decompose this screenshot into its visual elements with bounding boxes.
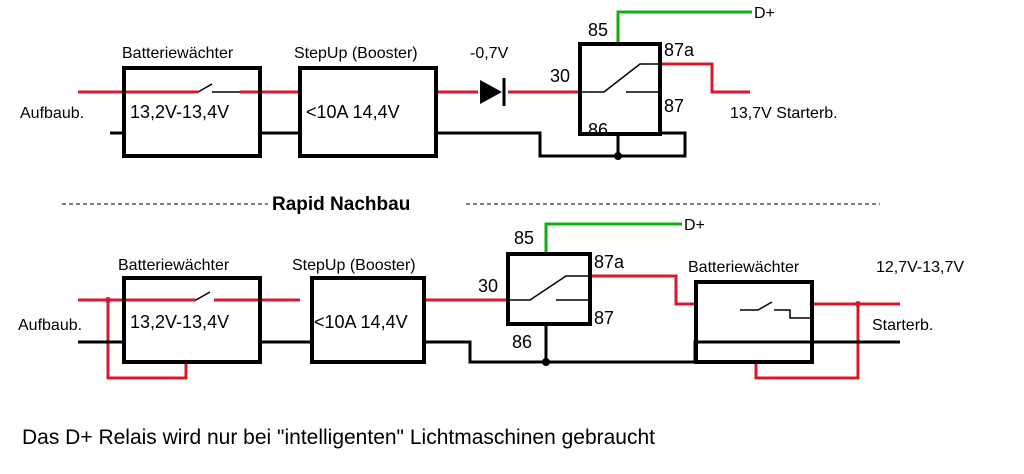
bot-booster-title: StepUp (Booster) <box>292 257 416 274</box>
bot-relay-box <box>506 252 592 326</box>
bot-relay-pin-30: 30 <box>478 276 498 296</box>
bot-left-label: Aufbaub. <box>18 317 82 334</box>
bot-guard2-title: Batteriewächter <box>688 259 800 276</box>
top-relay-box <box>578 42 662 136</box>
top-relay-pin-87a: 87a <box>664 40 695 60</box>
top-relay-pin-85: 85 <box>588 20 608 40</box>
bot-junction-dot <box>542 358 550 366</box>
bot-relay-pin-85: 85 <box>514 228 534 248</box>
bottom-circuit: Aufbaub. Batteriewächter 13,2V-13,4V Ste… <box>18 217 964 380</box>
top-diode-label: -0,7V <box>470 45 509 62</box>
top-junction-dot <box>614 152 622 160</box>
bot-guard2-box <box>694 280 814 364</box>
bot-guard2-switch <box>740 301 812 319</box>
top-guard-box <box>122 66 262 158</box>
top-guard-switch <box>197 83 240 93</box>
top-relay-switch <box>580 63 660 93</box>
bot-dplus-label: D+ <box>684 217 705 234</box>
bot-right-value: 12,7V-13,7V <box>876 259 964 276</box>
bot-guard-bypass <box>106 300 188 380</box>
bot-guard-switch <box>195 291 211 301</box>
top-relay-pin-30: 30 <box>550 66 570 86</box>
top-relay-pin-87: 87 <box>664 96 684 116</box>
bot-guard-title: Batteriewächter <box>118 257 230 274</box>
bot-relay-pin-87: 87 <box>594 308 614 328</box>
bot-guard-value: 13,2V-13,4V <box>130 312 229 332</box>
top-relay-pin-86: 86 <box>588 120 608 140</box>
divider-title: Rapid Nachbau <box>272 194 410 215</box>
top-circuit: Aufbaub. Batteriewächter 13,2V-13,4V Ste… <box>20 5 838 160</box>
bot-ground-wire <box>78 340 900 364</box>
caption: Das D+ Relais wird nur bei "intelligente… <box>22 426 655 449</box>
top-left-label: Aufbaub. <box>20 105 84 122</box>
bot-right-label: Starterb. <box>872 317 933 334</box>
diode-icon <box>480 78 506 106</box>
top-ground-wire <box>110 131 687 158</box>
bot-87a-wire <box>590 274 696 306</box>
top-booster-box <box>298 66 438 158</box>
top-guard-value: 13,2V-13,4V <box>130 102 229 122</box>
top-booster-title: StepUp (Booster) <box>294 45 418 62</box>
top-right-label: 13,7V Starterb. <box>730 105 838 122</box>
bot-dplus-wire <box>544 222 682 254</box>
bot-relay-pin-86: 86 <box>512 332 532 352</box>
top-dplus-wire <box>616 10 752 44</box>
divider: Rapid Nachbau <box>62 194 880 215</box>
bot-booster-value: <10A 14,4V <box>314 312 408 332</box>
bot-relay-switch <box>508 275 590 301</box>
top-dplus-label: D+ <box>754 5 775 22</box>
bot-relay-pin-87a: 87a <box>594 252 625 272</box>
top-booster-value: <10A 14,4V <box>306 102 400 122</box>
bot-booster-box <box>310 276 426 364</box>
bot-guard-box <box>122 276 262 364</box>
top-guard-title: Batteriewächter <box>122 45 234 62</box>
top-87a-wire <box>660 62 750 94</box>
